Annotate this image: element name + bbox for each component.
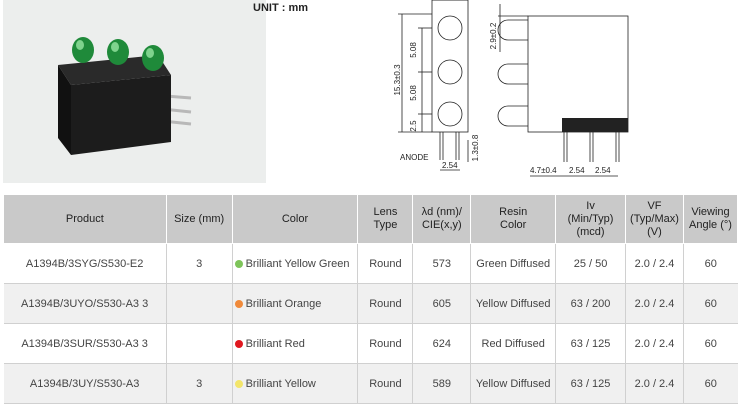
header-wavelength: λd (nm)/CIE(x,y) [412, 194, 472, 244]
cell-wavelength: 605 [412, 283, 471, 324]
cell-vf: 2.0 / 2.4 [625, 243, 684, 284]
cell-resin: Yellow Diffused [470, 283, 556, 324]
cell-product: A1394B/3SYG/S530-E2 [3, 243, 167, 284]
cell-color: Brilliant Orange [231, 283, 358, 324]
header-size: Size (mm) [165, 194, 233, 244]
dim-pin-dia: 1.3±0.8 [471, 134, 480, 161]
cell-size: 3 [165, 243, 233, 284]
dim-pin-side-1: 2.54 [569, 166, 585, 175]
cell-product: A1394B/3UYO/S530-A3 3 [3, 283, 167, 324]
cell-angle: 60 [682, 323, 738, 364]
header-iv: Iv(Min/Typ)(mcd) [555, 194, 626, 244]
side-view-body [527, 15, 629, 133]
dim-pin-front: 2.54 [442, 161, 458, 170]
cell-product: A1394B/3UY/S530-A3 [3, 363, 167, 404]
led-circle [437, 15, 463, 41]
dim-bottom: 2.5 [409, 120, 418, 132]
dim-height: 15.3±0.3 [393, 64, 402, 96]
header-product: Product [3, 194, 167, 244]
dimension-drawing: 15.3±0.3 5.08 5.08 2.5 2.9±0.2 1.3±0.8 A… [393, 0, 629, 177]
cell-lens: Round [357, 363, 413, 404]
cell-vf: 2.0 / 2.4 [625, 363, 684, 404]
dim-pitch-2: 5.08 [409, 85, 418, 101]
cell-lens: Round [357, 243, 413, 284]
cell-size [165, 323, 233, 364]
led-circle [437, 101, 463, 127]
table-row: A1394B/3SUR/S530-A3 3 Brilliant Red Roun… [3, 323, 738, 364]
cell-resin: Yellow Diffused [470, 363, 556, 404]
front-view-body [431, 0, 469, 133]
cell-wavelength: 589 [412, 363, 471, 404]
cell-color: Brilliant Yellow Green [231, 243, 358, 284]
cell-angle: 60 [682, 363, 738, 404]
header-color: Color [231, 194, 359, 244]
header-vf: VF(Typ/Max)(V) [625, 194, 684, 244]
color-dot-icon [234, 259, 243, 268]
side-view-base [562, 118, 628, 132]
product-photo [3, 0, 266, 183]
cell-size [165, 283, 233, 324]
cell-vf: 2.0 / 2.4 [625, 323, 684, 364]
table-row: A1394B/3SYG/S530-E2 3 Brilliant Yellow G… [3, 243, 738, 284]
cell-color: Brilliant Yellow [231, 363, 358, 404]
led-circle [437, 59, 463, 85]
dim-side-offset: 4.7±0.4 [530, 166, 557, 175]
table-row: A1394B/3UYO/S530-A3 3 Brilliant Orange R… [3, 283, 738, 324]
cell-color: Brilliant Red [231, 323, 358, 364]
cell-wavelength: 573 [412, 243, 471, 284]
cell-iv: 25 / 50 [555, 243, 626, 284]
dim-pin-side-2: 2.54 [595, 166, 611, 175]
cell-wavelength: 624 [412, 323, 471, 364]
cell-product: A1394B/3SUR/S530-A3 3 [3, 323, 167, 364]
color-dot-icon [234, 379, 243, 388]
led-holder-image [58, 37, 192, 155]
color-dot-icon [234, 339, 243, 348]
cell-iv: 63 / 200 [555, 283, 626, 324]
cell-angle: 60 [682, 243, 738, 284]
dim-pitch-1: 5.08 [409, 42, 418, 58]
cell-vf: 2.0 / 2.4 [625, 283, 684, 324]
cell-iv: 63 / 125 [555, 323, 626, 364]
cell-size: 3 [165, 363, 233, 404]
color-dot-icon [234, 299, 243, 308]
cell-lens: Round [357, 323, 413, 364]
table-row: A1394B/3UY/S530-A3 3 Brilliant Yellow Ro… [3, 363, 738, 404]
cell-angle: 60 [682, 283, 738, 324]
dim-top: 2.9±0.2 [489, 22, 498, 49]
cell-lens: Round [357, 283, 413, 324]
cell-resin: Red Diffused [470, 323, 556, 364]
cell-resin: Green Diffused [470, 243, 556, 284]
cell-iv: 63 / 125 [555, 363, 626, 404]
anode-label: ANODE [400, 153, 428, 162]
unit-label: UNIT : mm [253, 2, 308, 14]
